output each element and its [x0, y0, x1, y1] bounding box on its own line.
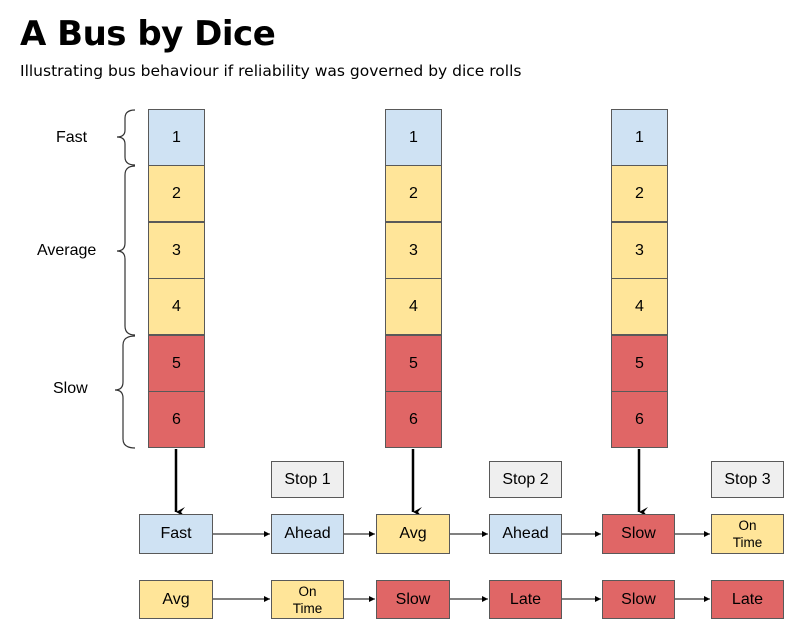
die-face: 2 — [385, 165, 442, 222]
row1-roll-3: Slow — [602, 514, 675, 554]
die-face: 3 — [148, 222, 205, 279]
stop-label-3: Stop 3 — [711, 461, 784, 498]
die-face: 3 — [611, 222, 668, 279]
die-face: 1 — [385, 109, 442, 166]
die-face: 1 — [148, 109, 205, 166]
die-face: 2 — [611, 165, 668, 222]
die-face: 2 — [148, 165, 205, 222]
die-face: 3 — [385, 222, 442, 279]
row2-status-2: Late — [489, 580, 562, 619]
row1-status-1: Ahead — [271, 514, 344, 554]
page-subtitle: Illustrating bus behaviour if reliabilit… — [20, 62, 522, 80]
die-face: 5 — [148, 335, 205, 392]
die-face: 5 — [385, 335, 442, 392]
die-face: 4 — [611, 278, 668, 335]
page-title: A Bus by Dice — [20, 14, 276, 54]
row2-status-1: On Time — [271, 580, 344, 619]
die-face: 4 — [385, 278, 442, 335]
row1-status-3: On Time — [711, 514, 784, 554]
row1-status-2: Ahead — [489, 514, 562, 554]
stop-label-1: Stop 1 — [271, 461, 344, 498]
die-face: 6 — [385, 391, 442, 448]
brace-label-slow: Slow — [53, 380, 88, 397]
brace-label-fast: Fast — [56, 129, 88, 146]
row2-roll-3: Slow — [602, 580, 675, 619]
brace-icons — [114, 109, 136, 449]
row1-roll-2: Avg — [376, 514, 450, 554]
die-face: 5 — [611, 335, 668, 392]
stop-label-2: Stop 2 — [489, 461, 562, 498]
row1-roll-1: Fast — [139, 514, 213, 554]
die-face: 6 — [611, 391, 668, 448]
die-face: 4 — [148, 278, 205, 335]
die-face: 1 — [611, 109, 668, 166]
row2-roll-2: Slow — [376, 580, 450, 619]
row2-status-3: Late — [711, 580, 784, 619]
brace-label-average: Average — [37, 242, 97, 259]
die-face: 6 — [148, 391, 205, 448]
row2-roll-1: Avg — [139, 580, 213, 619]
